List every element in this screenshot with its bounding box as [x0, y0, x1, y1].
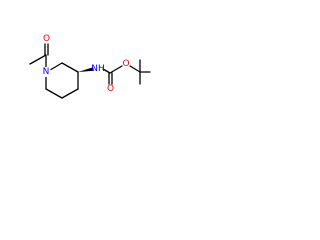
stereo-wedge-bond [78, 67, 94, 72]
amide-nh-label: NH [91, 64, 105, 74]
structure-canvas: N O NH O O [0, 0, 152, 152]
acetyl-group [29, 43, 49, 68]
bond-c2-c3 [45, 88, 63, 99]
carbamate-ester-oxygen-label: O [122, 59, 129, 69]
bond-carbamate-c-o-single [109, 65, 123, 74]
chemical-structure-diagram: N O NH O O [29, 34, 151, 99]
bond-c5-c6 [61, 62, 79, 73]
carbamate-carbonyl-oxygen-label: O [107, 84, 114, 94]
bond-o-tert-c [129, 65, 141, 73]
bond-nh-carbamate-c [102, 68, 111, 74]
acetyl-oxygen-label: O [43, 34, 50, 44]
bond-carbonyl-methyl [29, 54, 47, 65]
bond-c3-c4 [61, 88, 79, 99]
bond-c6-n1 [50, 62, 63, 71]
ring-nitrogen-label: N [43, 67, 50, 77]
piperidine-ring [45, 62, 79, 99]
boc-group [102, 59, 151, 85]
